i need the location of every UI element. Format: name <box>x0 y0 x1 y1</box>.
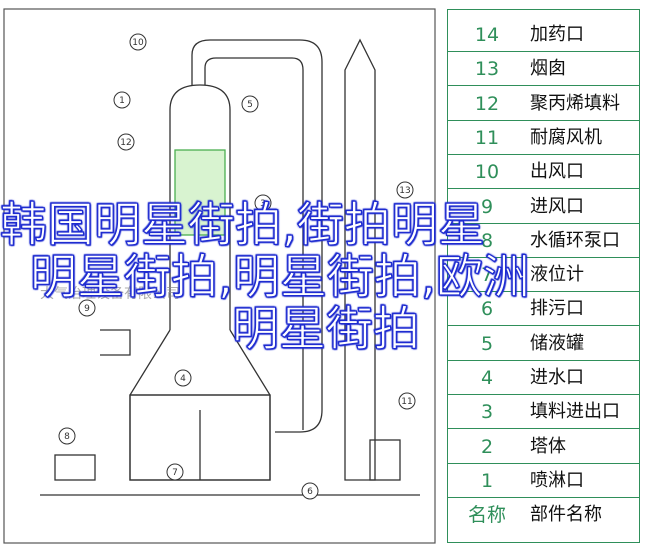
legend-row-name: 出风口 <box>530 161 584 183</box>
callout-circles <box>58 33 416 500</box>
legend-row-name: 填料进出口 <box>530 401 620 423</box>
legend-row: 7 液位计 <box>448 258 639 293</box>
legend-row-number: 9 <box>480 195 494 218</box>
legend-row: 6 排污口 <box>448 292 639 327</box>
callout-label: 6 <box>307 487 313 497</box>
legend-row-name: 塔体 <box>530 435 566 457</box>
callout-label: 11 <box>401 397 412 407</box>
legend-row-number: 3 <box>480 401 494 424</box>
legend-row: 9 进风口 <box>448 190 639 224</box>
legend-row-number: 4 <box>480 367 494 389</box>
legend-row: 13 烟囱 <box>448 52 639 87</box>
legend-row-name: 储液罐 <box>530 332 584 354</box>
callout-label: 8 <box>64 432 70 442</box>
callout-label: 10 <box>132 38 144 48</box>
legend-row-number: 1 <box>480 469 494 492</box>
legend-row: 2 塔体 <box>448 430 639 464</box>
legend-row-number: 10 <box>474 161 500 184</box>
legend-row-name: 喷淋口 <box>530 469 584 491</box>
legend-row: 5 储液罐 <box>448 327 639 361</box>
legend-row-name: 烟囱 <box>530 58 566 80</box>
legend-row: 14 加药口 <box>448 18 639 52</box>
legend-row: 3 填料进出口 <box>448 395 639 430</box>
callout-label: 9 <box>84 304 90 314</box>
legend-row-name: 进水口 <box>530 367 584 388</box>
legend-row-number: 12 <box>474 92 500 115</box>
callout-label: 4 <box>180 374 186 384</box>
legend-row-number: 14 <box>474 24 500 46</box>
legend-row-name: 排污口 <box>530 298 584 320</box>
legend-row-name: 耐腐风机 <box>530 126 602 148</box>
watermark-text: 大气治理设备有限公司 <box>40 286 180 302</box>
callout-label: 3 <box>260 199 266 209</box>
legend-row: 4 进水口 <box>448 361 639 395</box>
legend-row-number: 13 <box>474 58 500 81</box>
legend-row-name: 液位计 <box>530 264 584 286</box>
legend-row-name: 聚丙烯填料 <box>530 92 620 114</box>
callout-label: 5 <box>247 100 253 110</box>
legend-row: 12 聚丙烯填料 <box>448 87 639 121</box>
legend-row-name: 部件名称 <box>530 504 602 526</box>
legend-row: 名称 部件名称 <box>448 498 639 532</box>
legend-row: 10 出风口 <box>448 155 639 190</box>
legend-row-number: 2 <box>480 435 494 458</box>
legend-row-name: 水循环泵口 <box>530 229 620 251</box>
legend-row-number: 7 <box>480 264 494 287</box>
legend-row-number: 6 <box>480 298 494 321</box>
legend-row-number: 11 <box>474 126 500 149</box>
legend-row: 8 水循环泵口 <box>448 224 639 258</box>
tower-body <box>40 38 420 496</box>
scrubber-diagram: 10 1 5 12 3 13 9 4 8 7 6 11 <box>3 8 436 544</box>
legend-row-name: 加药口 <box>530 24 584 45</box>
legend-row-number: 8 <box>480 229 494 252</box>
legend-row-name: 进风口 <box>530 195 584 217</box>
legend-row: 1 喷淋口 <box>448 464 639 498</box>
callout-labels: 10 1 5 12 3 13 9 4 8 7 6 11 <box>64 38 413 497</box>
callout-label: 13 <box>399 186 410 196</box>
callout-label: 7 <box>172 468 178 478</box>
legend-row: 11 耐腐风机 <box>448 121 639 155</box>
legend-row-number: 5 <box>480 332 494 355</box>
callout-label: 1 <box>119 96 125 106</box>
callout-label: 12 <box>120 138 131 148</box>
legend-row-number: 名称 <box>467 504 506 527</box>
